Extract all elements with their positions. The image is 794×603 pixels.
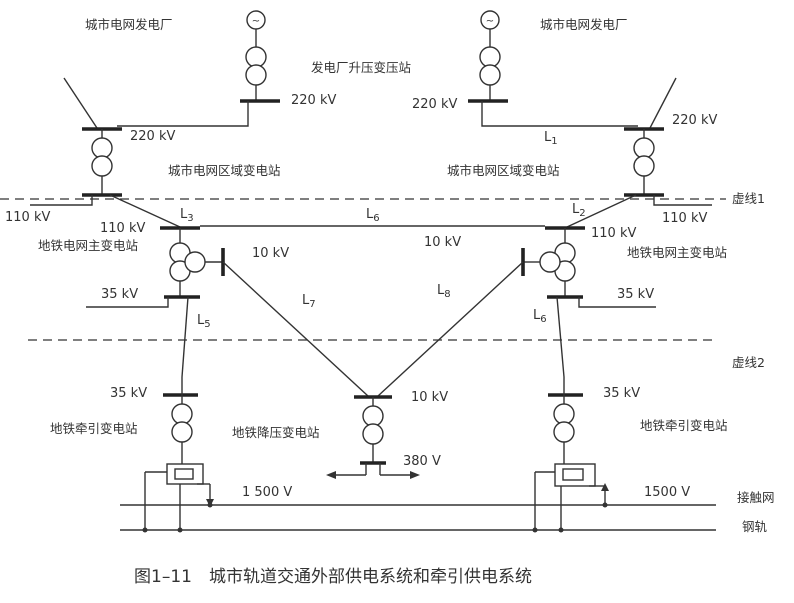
label-L6-tie: L6: [366, 207, 380, 224]
svg-text:~: ~: [486, 16, 494, 27]
stepdown-transformer: [362, 397, 384, 462]
line-L2: [566, 194, 637, 228]
label-dashed-line-1: 虚线1: [732, 191, 765, 206]
label-main-right: 地铁电网主变电站: [627, 245, 727, 260]
rectifier-left: [166, 463, 214, 530]
label-35kv-main-right: 35 kV: [617, 287, 654, 302]
label-35kv-traction-left: 35 kV: [110, 386, 147, 401]
feeder-35kv-left: [86, 297, 169, 308]
label-10kv-main-right: 10 kV: [424, 235, 461, 250]
line-L7: [222, 261, 369, 397]
label-stepdown: 地铁降压变电站: [232, 425, 320, 440]
label-220kv-region-left: 220 kV: [130, 129, 175, 144]
label-region-left: 城市电网区域变电站: [168, 163, 281, 178]
label-10kv-main-left: 10 kV: [252, 246, 289, 261]
label-L2: L2: [572, 202, 586, 219]
label-region-right: 城市电网区域变电站: [447, 163, 560, 178]
label-catenary: 接触网: [737, 490, 775, 505]
label-1500v-right: 1500 V: [644, 485, 690, 500]
label-traction-left: 地铁牵引变电站: [50, 421, 138, 436]
label-L6-feeder: L6: [533, 308, 547, 325]
label-L7: L7: [302, 293, 316, 310]
incoming-line-right: [649, 77, 677, 129]
line-L8: [377, 261, 524, 397]
label-110kv-main-right: 110 kV: [591, 226, 636, 241]
main-transformer-right: [524, 228, 576, 296]
label-L1: L1: [544, 130, 558, 147]
svg-text:~: ~: [252, 16, 260, 27]
line-L6-feeder: [556, 296, 565, 378]
label-L3: L3: [180, 207, 194, 224]
feeder-110kv-right: [653, 195, 712, 206]
line-L1: [481, 101, 638, 127]
label-dashed-line-2: 虚线2: [732, 355, 765, 370]
label-110kv-main-left: 110 kV: [100, 221, 145, 236]
main-transformer-left: [169, 228, 222, 296]
traction-transformer-right: [553, 395, 575, 464]
label-plant-left: 城市电网发电厂: [85, 17, 173, 32]
label-plant-right: 城市电网发电厂: [540, 17, 628, 32]
label-220kv-plant-right: 220 kV: [412, 97, 457, 112]
label-rail: 钢轨: [742, 519, 768, 534]
label-1500v-left: 1 500 V: [242, 485, 292, 500]
region-transformer-left: [91, 129, 113, 194]
label-380v: 380 V: [403, 454, 441, 469]
label-35kv-traction-right: 35 kV: [603, 386, 640, 401]
label-110kv-feeder-right: 110 kV: [662, 211, 707, 226]
step-up-transformer-left: [245, 46, 267, 100]
traction-transformer-left: [171, 395, 193, 464]
generator-left: ~: [246, 10, 266, 48]
rectifier-right: [554, 463, 609, 530]
step-up-transformer-right: [479, 46, 501, 100]
label-10kv-stepdown: 10 kV: [411, 390, 448, 405]
generator-right: ~: [480, 10, 500, 48]
label-220kv-plant-left: 220 kV: [291, 93, 336, 108]
feeder-35kv-right: [578, 297, 656, 308]
feeder-110kv-left: [30, 195, 93, 206]
label-L5: L5: [197, 313, 211, 330]
figure-caption: 图1–11 城市轨道交通外部供电系统和牵引供电系统: [134, 567, 532, 587]
line-L5: [181, 296, 189, 378]
incoming-line-left: [63, 77, 98, 129]
line-plant-left: [117, 101, 249, 127]
label-110kv-feeder-left: 110 kV: [5, 210, 50, 225]
label-220kv-region-right: 220 kV: [672, 113, 717, 128]
label-main-left: 地铁电网主变电站: [38, 238, 138, 253]
region-transformer-right: [633, 129, 655, 194]
label-traction-right: 地铁牵引变电站: [640, 418, 728, 433]
label-35kv-main-left: 35 kV: [101, 287, 138, 302]
label-L8: L8: [437, 283, 451, 300]
label-step-up-station: 发电厂升压变压站: [311, 60, 411, 75]
line-L3: [109, 194, 181, 228]
